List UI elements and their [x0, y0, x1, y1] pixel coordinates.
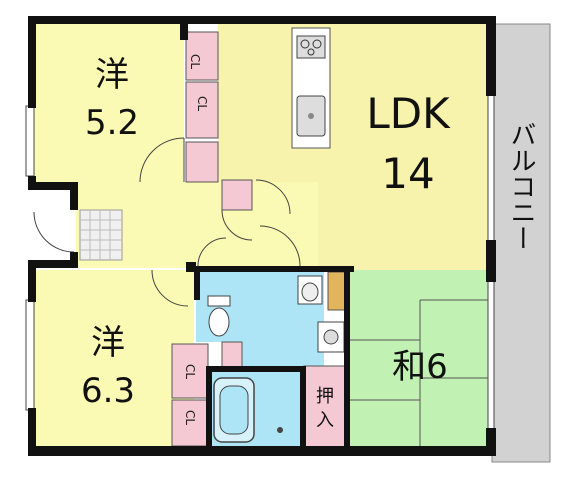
western-room-1-size: 5.2	[85, 103, 139, 143]
western-room-1-name: 洋	[95, 55, 129, 95]
japanese-room-label: 和6	[392, 347, 448, 387]
western-room-5-2	[34, 22, 184, 182]
walls	[28, 16, 496, 456]
storage-shelf	[327, 271, 347, 311]
ldk-size: 14	[381, 149, 434, 198]
oshiire-label-1: 押	[316, 386, 334, 407]
ldk-name: LDK	[366, 89, 451, 138]
kitchen-counter	[291, 27, 331, 149]
entrance-tile	[79, 209, 123, 261]
balcony-area	[491, 23, 551, 463]
door-swings	[33, 137, 301, 307]
closets	[171, 31, 347, 451]
closet-label-1: CL	[188, 54, 202, 69]
western-room-2-name: 洋	[91, 323, 125, 363]
toilet-fixture	[207, 295, 231, 337]
oshiire-label-2: 入	[316, 410, 334, 431]
closet-label-4: CL	[183, 410, 197, 425]
closet-label-3: CL	[183, 364, 197, 379]
washbasin	[297, 275, 345, 353]
closet-label-2: CL	[195, 96, 209, 111]
balcony-label: バルコニー	[506, 121, 536, 251]
bathtub	[213, 377, 283, 443]
western-room-2-size: 6.3	[81, 371, 135, 411]
tatami-lines	[350, 299, 490, 448]
